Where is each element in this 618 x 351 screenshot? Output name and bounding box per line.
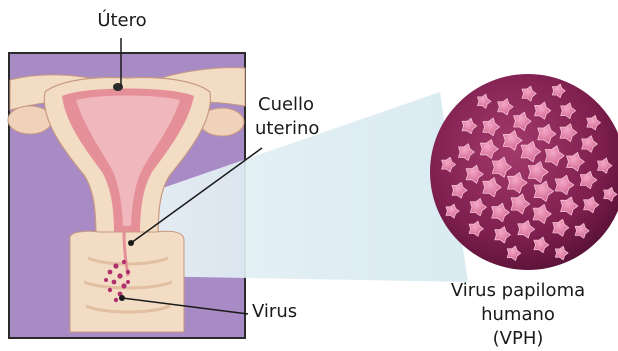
- uterus-label: Útero: [82, 10, 162, 31]
- cervix-leader-dot: [128, 240, 134, 246]
- hpv-label-line3: (VPH): [418, 328, 618, 349]
- virus-label: Virus: [252, 301, 297, 322]
- hpv-label-line2: humano: [418, 304, 618, 325]
- virus-leader-dot: [119, 295, 125, 301]
- hpv-label-line1: Virus papiloma: [418, 280, 618, 301]
- hpv-virion: [430, 74, 618, 270]
- cervix-label-line2: uterino: [255, 118, 319, 139]
- cervix-label-line1: Cuello: [258, 94, 314, 115]
